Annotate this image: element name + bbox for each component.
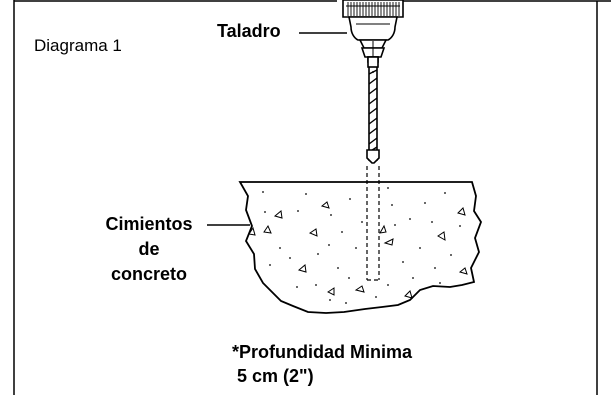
foundation-label-line-1: Cimientos: [105, 214, 193, 234]
depth-note-heading: *Profundidad Minima: [232, 342, 412, 362]
drill-label: Taladro: [217, 21, 281, 41]
foundation-label-line-2: de: [138, 239, 160, 259]
diagram-title: Diagrama 1: [34, 36, 122, 55]
drill-chuck: [342, 0, 404, 58]
diagram-frame: [13, 0, 611, 395]
concrete-foundation-label: Cimientos de concreto: [90, 212, 208, 287]
drill-bit: [366, 56, 380, 164]
concrete-foundation: [238, 166, 483, 314]
leader-lines: [207, 32, 347, 226]
depth-note-value: 5 cm (2"): [237, 366, 314, 386]
minimum-depth-note: *Profundidad Minima 5 cm (2"): [232, 340, 412, 388]
foundation-label-line-3: concreto: [110, 264, 188, 284]
